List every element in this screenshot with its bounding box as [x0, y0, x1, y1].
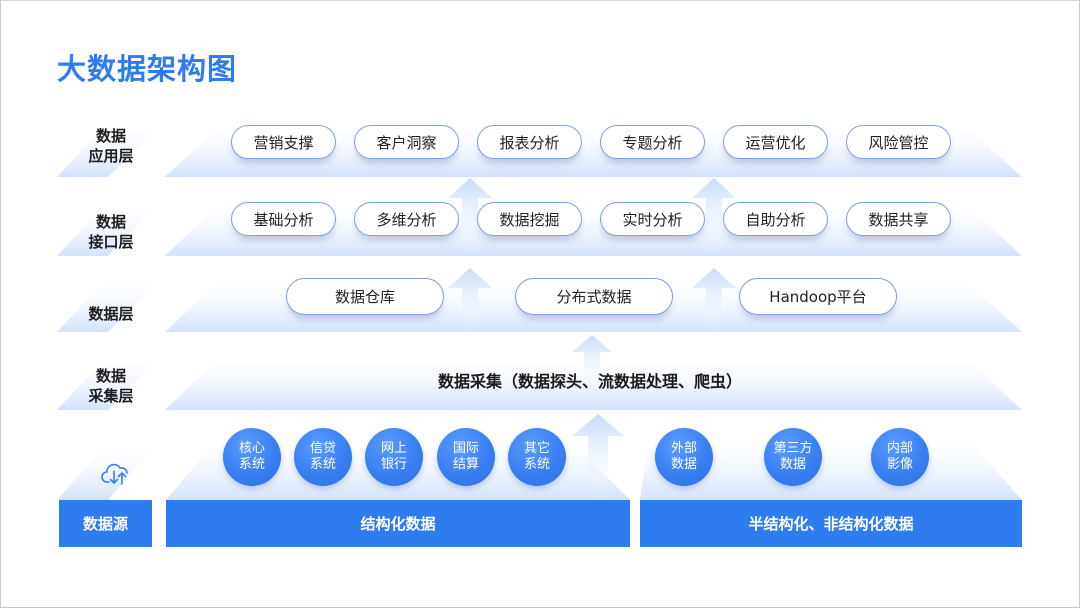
- page-title: 大数据架构图: [57, 52, 238, 86]
- app-item-risk-control: 风险管控: [846, 125, 951, 159]
- source-third-party-data: 第三方 数据: [764, 428, 822, 486]
- data-source-label: 数据源: [59, 500, 152, 547]
- source-other-system: 其它 系统: [508, 428, 566, 486]
- app-item-topic-analysis: 专题分析: [600, 125, 705, 159]
- data-item-distributed: 分布式数据: [515, 278, 673, 315]
- structured-data-bar: 结构化数据: [166, 500, 630, 547]
- layer-label-collection: 数据 采集层: [88, 367, 134, 405]
- arrow-up-icon: [572, 414, 624, 500]
- data-item-hadoop: Handoop平台: [739, 278, 897, 315]
- unstructured-data-bar: 半结构化、非结构化数据: [640, 500, 1022, 547]
- layer-label-interface: 数据 接口层: [88, 213, 134, 251]
- source-intl-settlement: 国际 结算: [437, 428, 495, 486]
- api-item-data-sharing: 数据共享: [846, 202, 951, 236]
- layer-label-data: 数据层: [88, 305, 134, 323]
- app-item-marketing: 营销支撑: [231, 125, 336, 159]
- app-item-report-analysis: 报表分析: [477, 125, 582, 159]
- arrow-up-icon: [692, 268, 736, 332]
- api-item-self-service: 自助分析: [723, 202, 828, 236]
- api-item-multidim-analysis: 多维分析: [354, 202, 459, 236]
- cloud-transfer-icon: [101, 463, 128, 485]
- arrow-up-icon: [692, 178, 736, 256]
- api-item-data-mining: 数据挖掘: [477, 202, 582, 236]
- source-core-system: 核心 系统: [223, 428, 281, 486]
- layer-label-application: 数据 应用层: [88, 127, 134, 165]
- arrow-up-icon: [448, 178, 492, 256]
- arrow-up-icon: [448, 268, 492, 332]
- source-credit-system: 信贷 系统: [294, 428, 352, 486]
- source-internal-images: 内部 影像: [871, 428, 929, 486]
- source-online-banking: 网上 银行: [365, 428, 423, 486]
- data-item-warehouse: 数据仓库: [286, 278, 444, 315]
- source-external-data: 外部 数据: [655, 428, 713, 486]
- api-item-realtime-analysis: 实时分析: [600, 202, 705, 236]
- app-item-customer-insight: 客户洞察: [354, 125, 459, 159]
- collection-description: 数据采集（数据探头、流数据处理、爬虫）: [437, 372, 742, 391]
- arrow-up-icon: [572, 335, 612, 390]
- api-item-basic-analysis: 基础分析: [231, 202, 336, 236]
- app-item-operations: 运营优化: [723, 125, 828, 159]
